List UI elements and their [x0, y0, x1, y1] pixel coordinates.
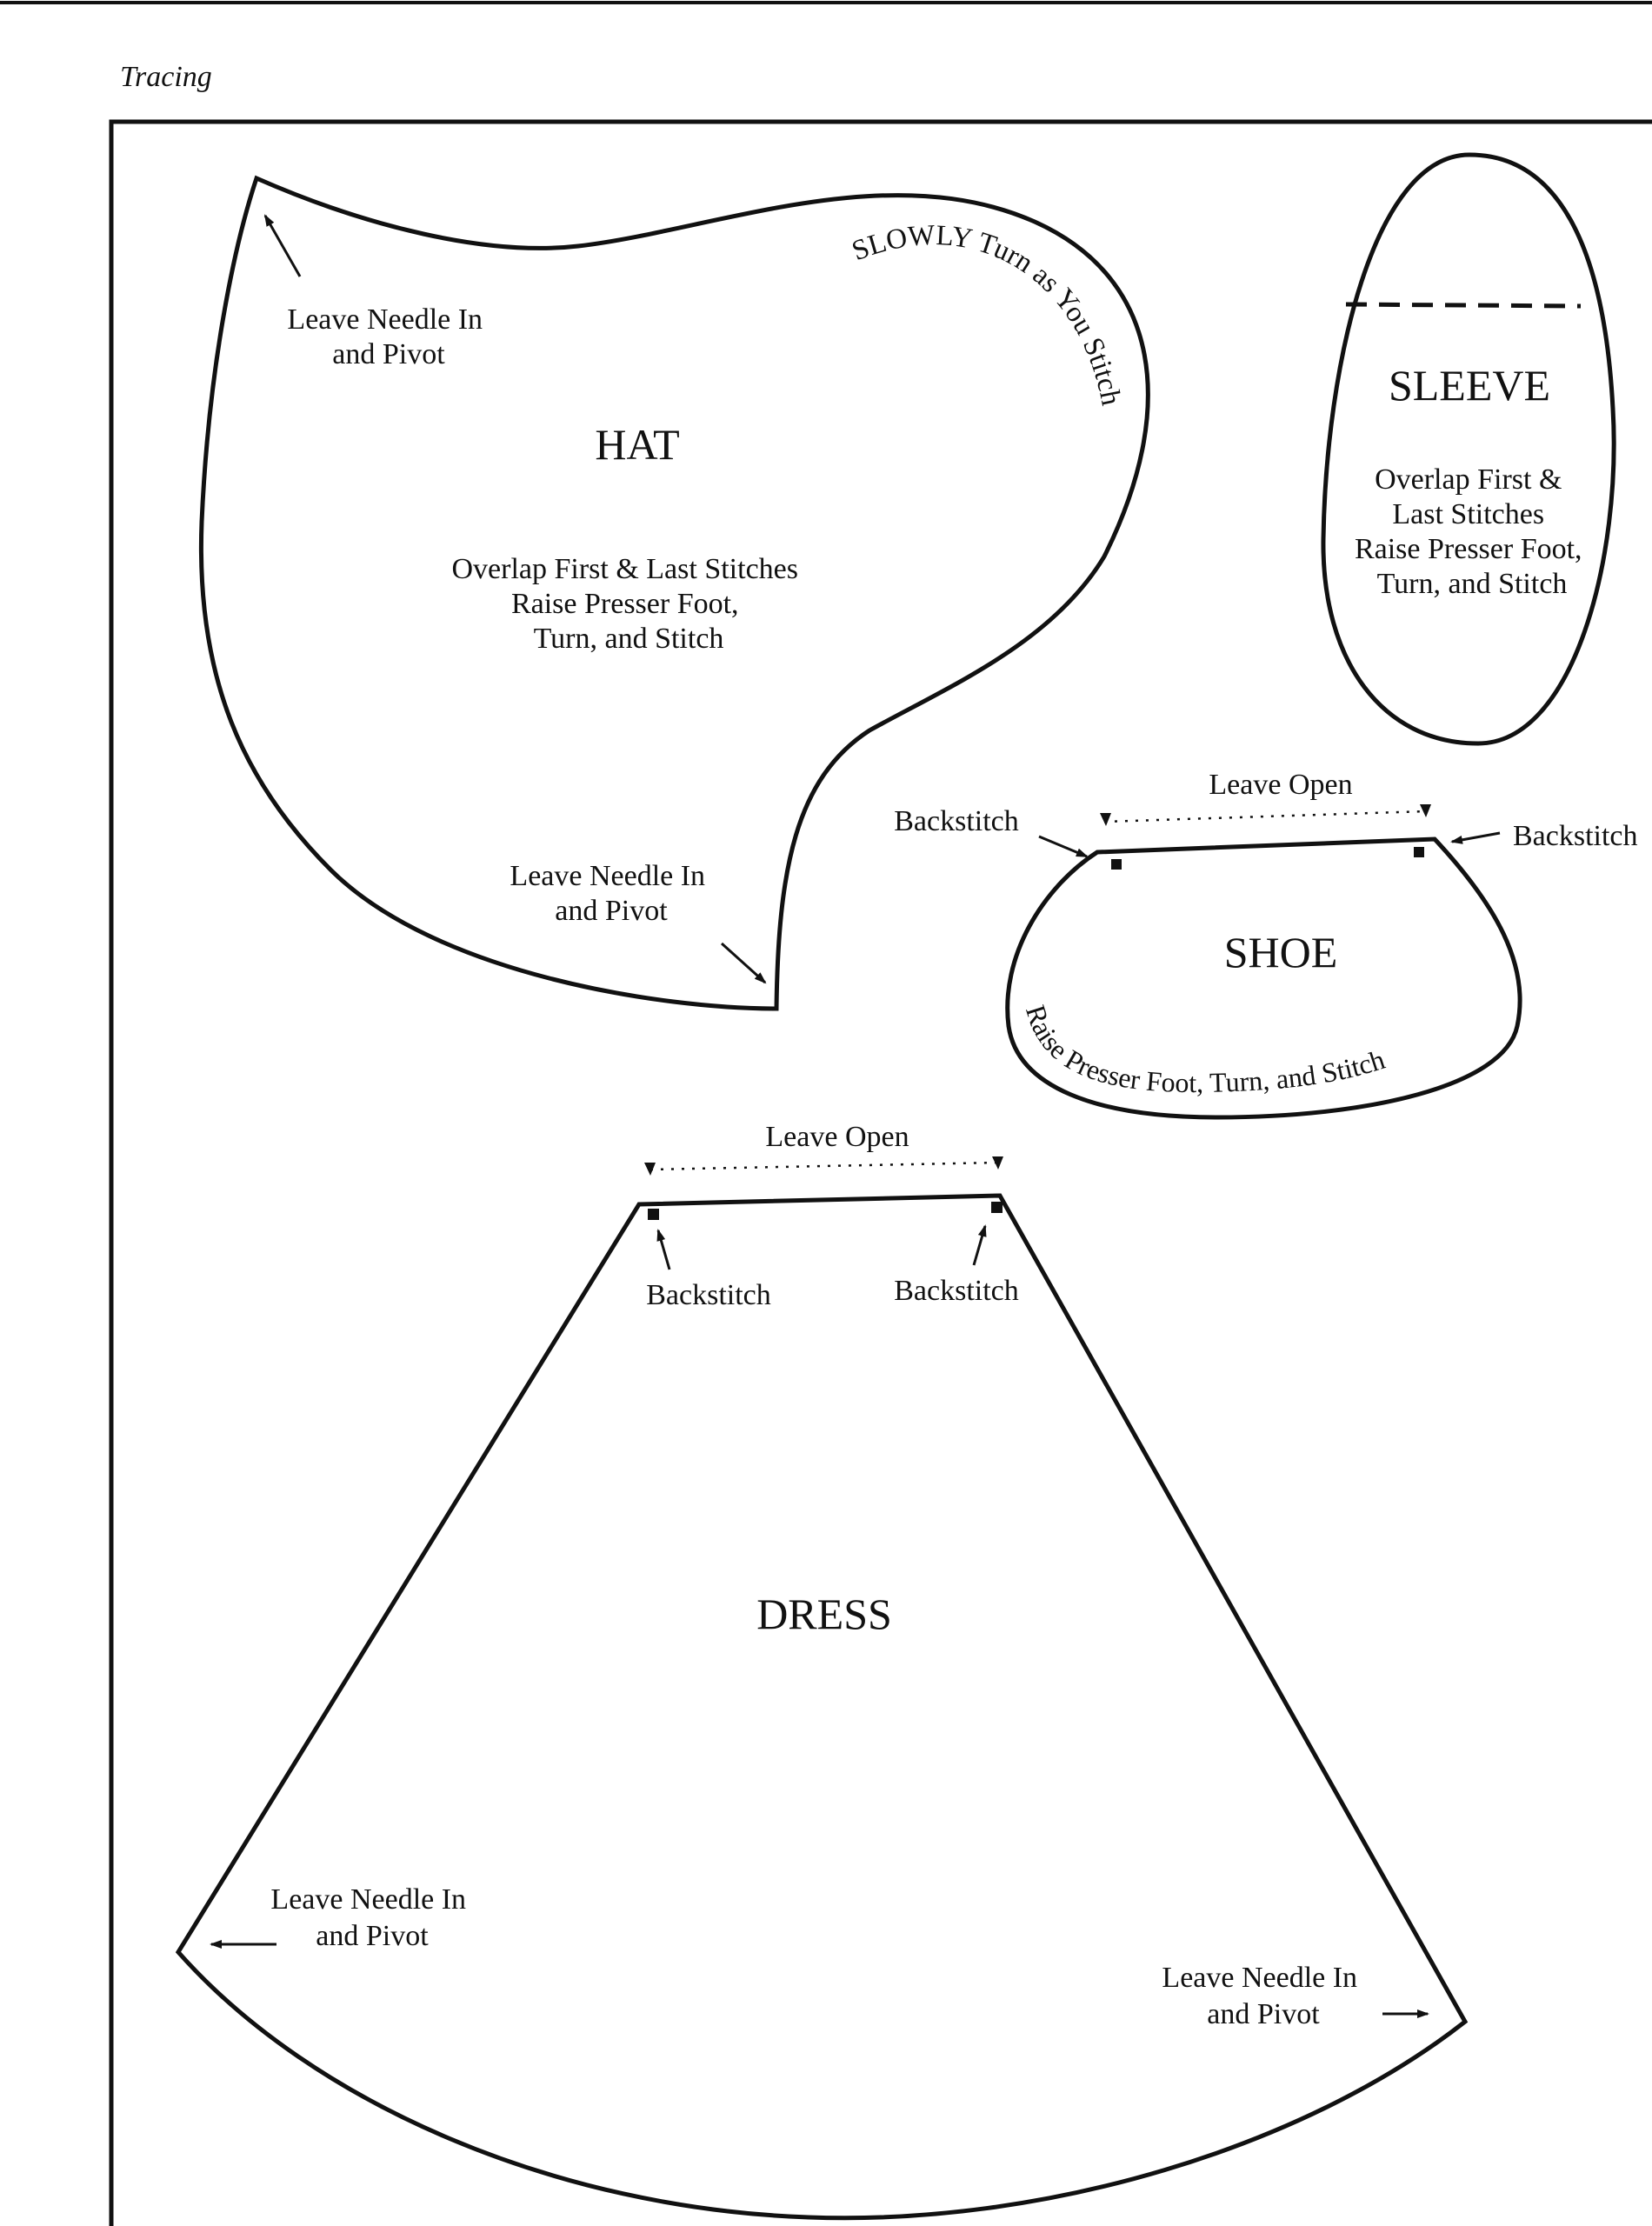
dress-open-marker-left [644, 1163, 656, 1176]
sleeve-fold-line [1345, 302, 1582, 309]
dress-backstitch-left-label: Backstitch [646, 1279, 771, 1311]
sleeve-title: SLEEVE [1389, 361, 1550, 410]
dress-open-marker-right [992, 1156, 1003, 1170]
dress-backstitch-right-label: Backstitch [894, 1275, 1019, 1307]
section-header: Tracing [120, 61, 212, 93]
dress-backstitch-right-arrow [972, 1224, 987, 1266]
hat-pattern: Leave Needle In and Pivot HAT Overlap Fi… [198, 175, 1150, 1011]
shoe-open-marker-right [1420, 804, 1431, 817]
dress-backstitch-left-arrow [656, 1229, 671, 1270]
dress-backstitch-mark-right [991, 1202, 1003, 1213]
shoe-backstitch-mark-left [1111, 859, 1122, 870]
sleeve-instructions: Overlap First & Last Stitches Raise Pres… [1355, 463, 1589, 600]
hat-pivot-top-arrow [263, 214, 302, 277]
dress-pivot-right-label: Leave Needle In and Pivot [1162, 1962, 1364, 2030]
hat-pivot-bottom-arrow [720, 942, 767, 984]
dress-outline [175, 1193, 1469, 2221]
shoe-backstitch-left-arrow [1038, 835, 1089, 858]
pattern-frame [109, 119, 1652, 2226]
shoe-open-marker-left [1100, 813, 1111, 826]
hat-curve-note: SLOWLY Turn as You Stitch [848, 220, 1127, 409]
shoe-backstitch-mark-right [1414, 847, 1424, 857]
dress-backstitch-mark-left [648, 1209, 659, 1220]
shoe-opening-line [1103, 810, 1427, 823]
shoe-backstitch-right-arrow [1450, 831, 1501, 844]
shoe-leave-open-label: Leave Open [1209, 769, 1352, 801]
sleeve-pattern: SLEEVE Overlap First & Last Stitches Rai… [1321, 152, 1616, 746]
shoe-pattern: Leave Open Backstitch Backstitch SHOE Ra… [894, 769, 1638, 1120]
hat-instructions: Overlap First & Last Stitches Raise Pres… [451, 553, 805, 655]
dress-title: DRESS [756, 1590, 892, 1638]
hat-title: HAT [595, 420, 679, 469]
dress-opening-line [649, 1161, 999, 1171]
hat-pivot-bottom-label: Leave Needle In and Pivot [510, 860, 712, 927]
shoe-curve-note: Raise Presser Foot, Turn, and Stitch [1020, 1002, 1389, 1098]
hat-pivot-top-label: Leave Needle In and Pivot [287, 303, 490, 370]
shoe-backstitch-right-label: Backstitch [1513, 820, 1638, 852]
dress-pattern: Leave Open Backstitch Backstitch DRESS L… [175, 1121, 1469, 2221]
shoe-backstitch-left-label: Backstitch [894, 805, 1019, 837]
shoe-title: SHOE [1224, 928, 1338, 976]
dress-pivot-left-label: Leave Needle In and Pivot [270, 1883, 473, 1952]
dress-leave-open-label: Leave Open [765, 1121, 909, 1153]
sleeve-outline [1321, 152, 1616, 746]
shoe-outline [1005, 836, 1522, 1120]
hat-outline [198, 175, 1150, 1011]
